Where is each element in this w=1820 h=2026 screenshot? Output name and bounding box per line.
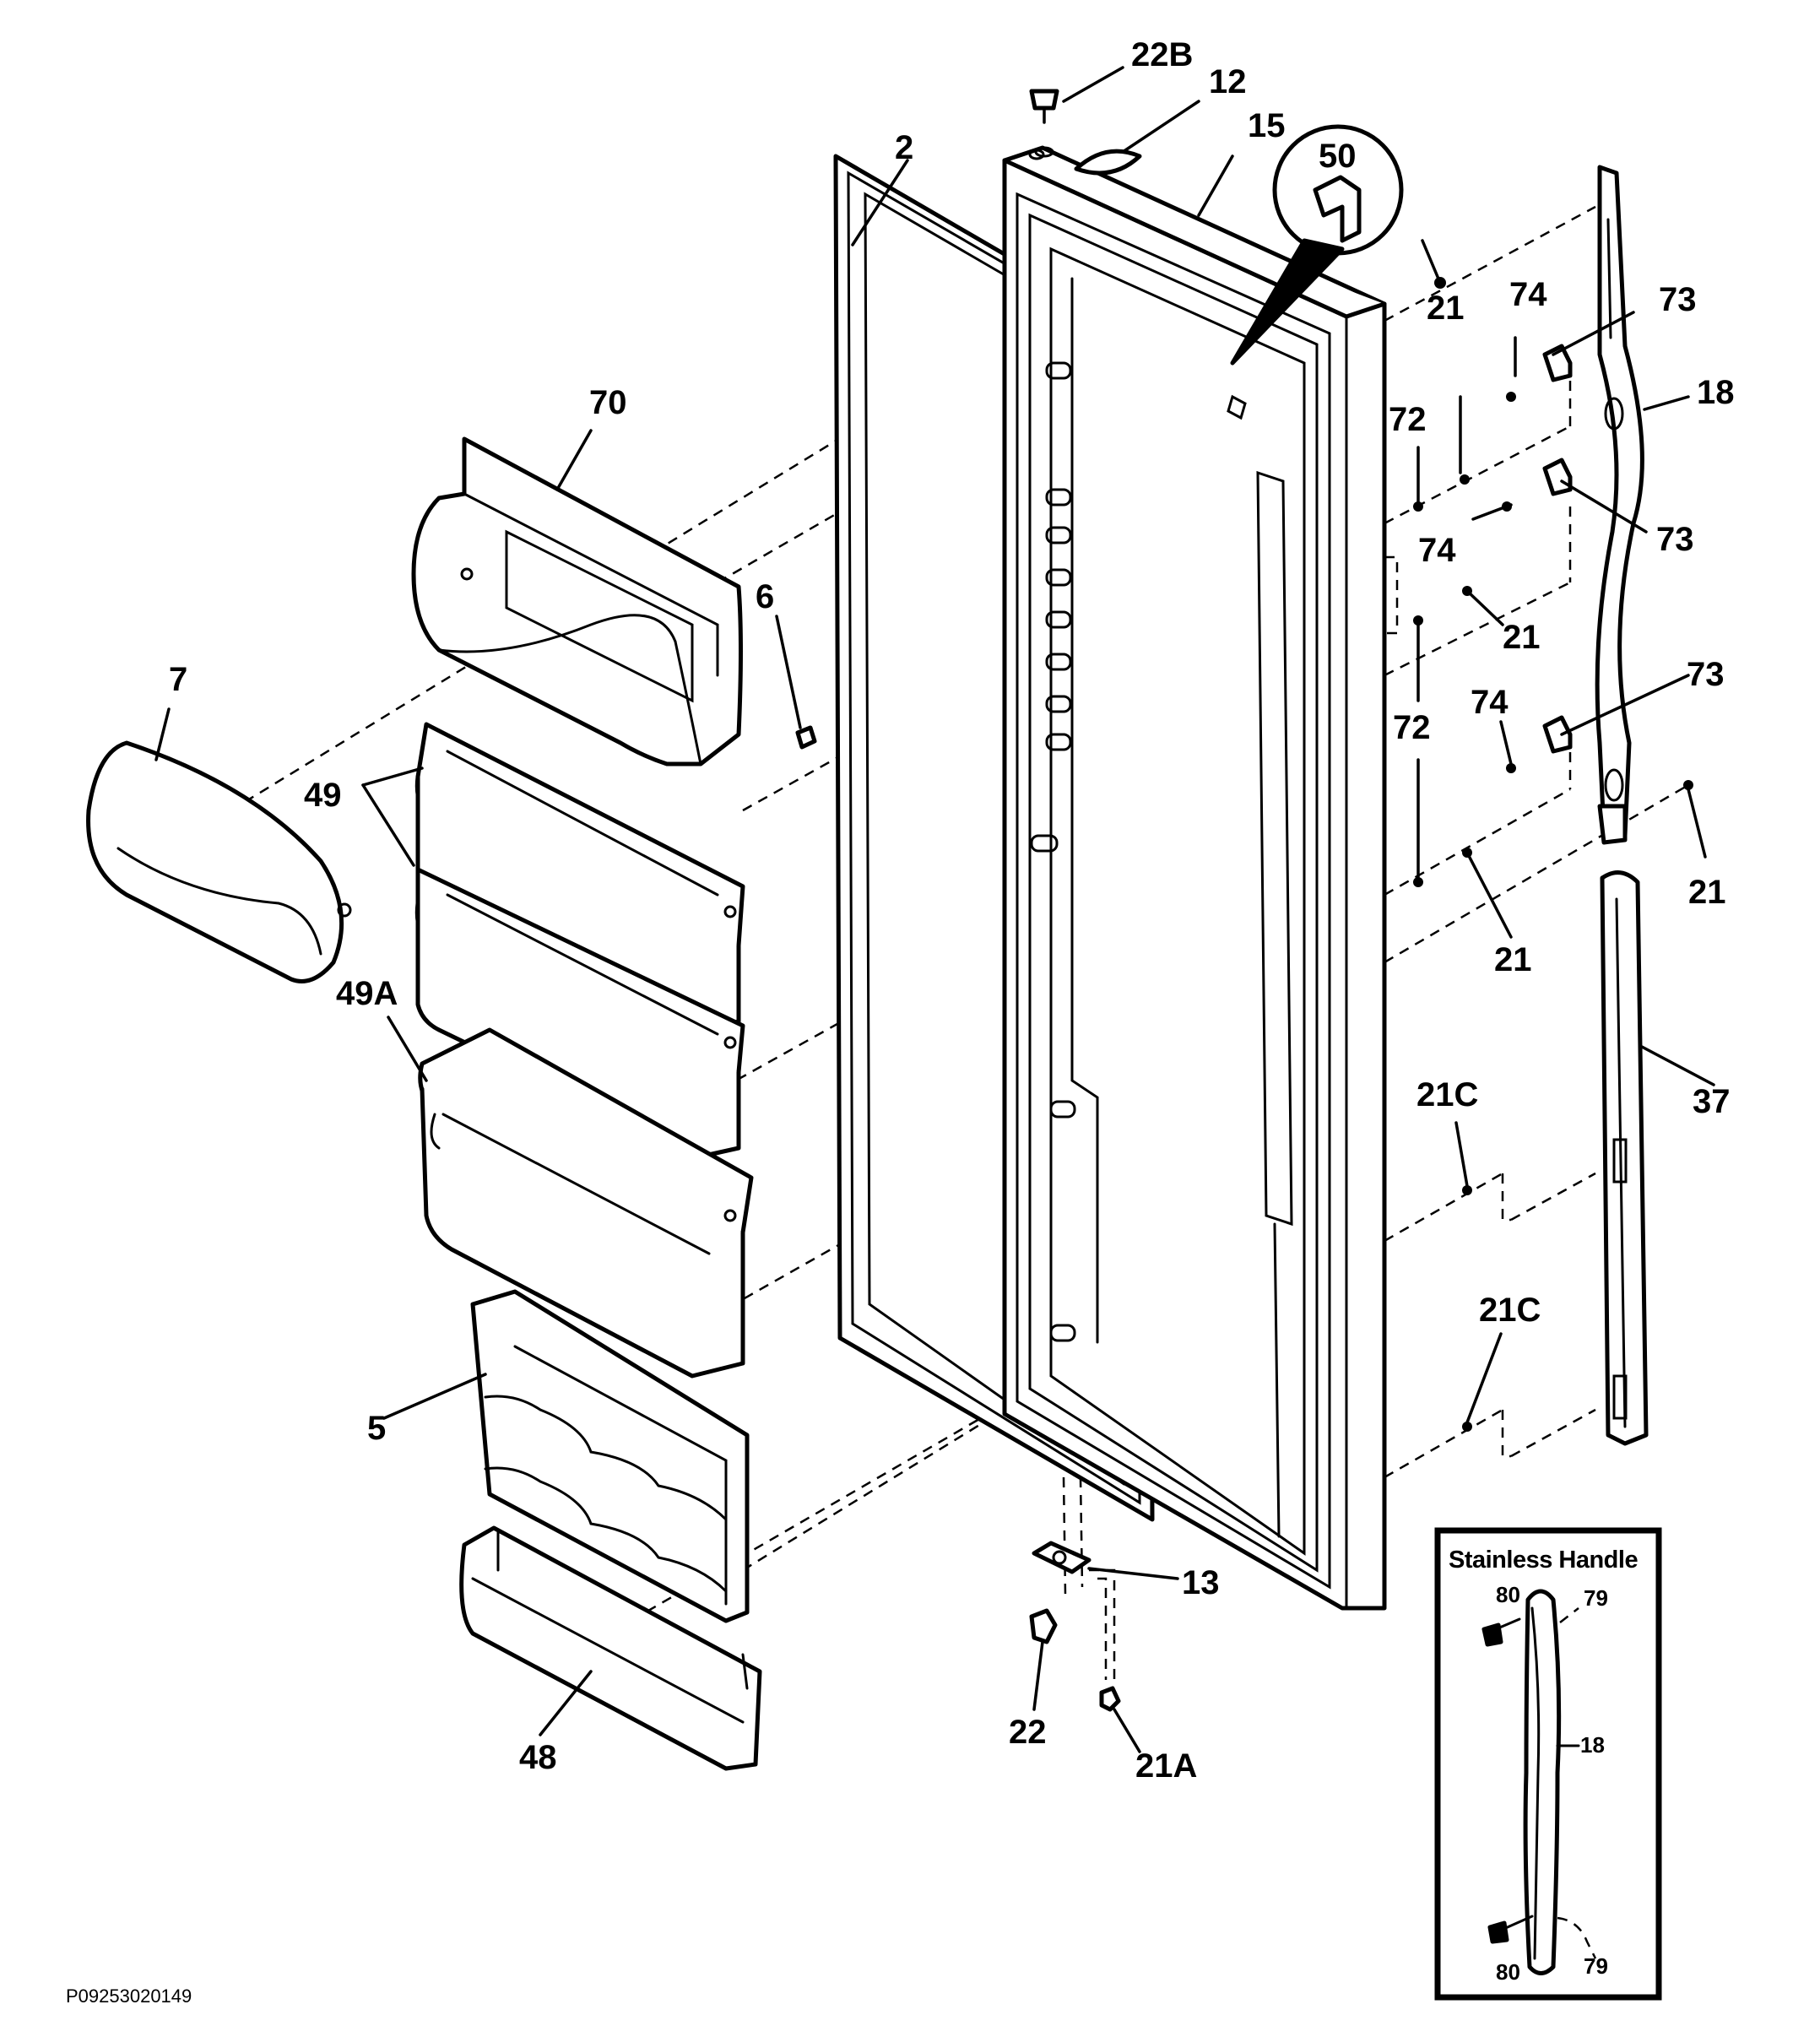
inset-label-18: 18 [1580,1732,1605,1758]
label-72-top: 72 [1389,401,1427,438]
bin-48 [459,1525,762,1771]
bottom-hinge-hardware [1029,1541,1121,1712]
bin-49a [418,1027,754,1379]
inset-title: Stainless Handle [1449,1547,1638,1574]
label-73-top: 73 [1659,281,1697,318]
label-21c-lower: 21C [1479,1292,1541,1329]
top-hinge-hardware [1028,89,1142,176]
label-50: 50 [1319,138,1357,175]
label-21-low-right: 21 [1688,874,1726,911]
label-13: 13 [1182,1564,1220,1601]
fasteners [1413,277,1693,1432]
label-21a: 21A [1135,1747,1197,1785]
label-21-low: 21 [1494,941,1532,978]
door-shelf-pegs [1030,361,1076,1342]
label-74-top: 74 [1509,276,1547,313]
label-70: 70 [589,384,627,421]
label-21c-upper: 21C [1416,1076,1478,1113]
door-panel [1002,145,1387,1611]
inset-label-80-bottom: 80 [1496,1959,1520,1985]
rack-5 [470,1289,750,1623]
label-74-mid: 74 [1418,532,1456,569]
label-37: 37 [1693,1083,1731,1120]
bins-49 [414,722,745,1159]
label-48: 48 [519,1739,557,1776]
clip-6 [795,725,817,750]
label-15: 15 [1248,107,1286,144]
detail-circle-50 [1227,124,1404,420]
label-49a: 49A [336,975,398,1012]
label-7: 7 [169,661,187,698]
label-5: 5 [367,1410,386,1447]
label-73-low: 73 [1687,656,1725,693]
part-labels: 22B 12 15 2 50 74 73 21 18 72 74 73 21 7… [169,36,1735,1785]
drawing-code: P09253020149 [66,1985,192,2007]
label-2: 2 [895,129,913,166]
label-12: 12 [1209,63,1247,100]
inset-label-79-top: 79 [1584,1585,1608,1611]
label-49: 49 [304,777,342,814]
label-74-low: 74 [1471,684,1509,721]
bin-70 [411,436,743,767]
label-21-mid: 21 [1503,619,1541,656]
label-22b: 22B [1131,36,1193,73]
inset-label-79-bottom: 79 [1584,1953,1608,1979]
label-18: 18 [1697,374,1735,411]
stainless-handle-inset: Stainless Handle 80 79 18 80 79 [1434,1527,1662,2001]
label-72-mid: 72 [1393,709,1431,746]
label-73-mid: 73 [1656,521,1694,558]
inset-label-80-top: 80 [1496,1582,1520,1607]
label-6: 6 [756,578,774,615]
handle-trim-37 [1600,870,1649,1446]
door-handle-18 [1595,165,1644,845]
leader-lines [154,66,1715,1753]
label-21-top: 21 [1427,290,1465,327]
cover-7 [86,740,352,983]
label-22: 22 [1009,1714,1047,1751]
